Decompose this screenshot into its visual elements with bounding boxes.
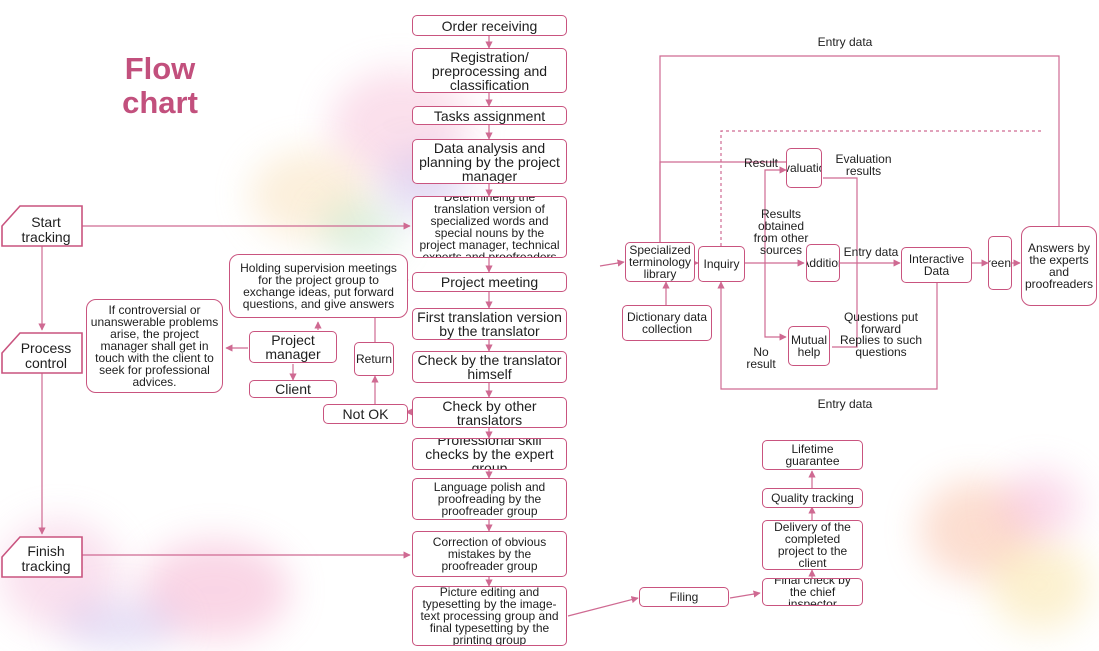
decor-blob — [250, 150, 370, 240]
mutual-help-box: Mutual help — [788, 326, 830, 366]
dictionary-collection-box: Dictionary data collection — [622, 305, 712, 341]
delivery-box: Delivery of the completed project to the… — [762, 520, 863, 570]
evaluation-box: Evaluation — [786, 148, 822, 188]
screening-box: Screening — [988, 236, 1012, 290]
supervision-meetings-box: Holding supervision meetings for the pro… — [229, 254, 408, 318]
step-correction: Correction of obvious mistakes by the pr… — [412, 531, 567, 577]
finish-tracking-shape — [1, 536, 83, 578]
decor-blob — [60, 600, 180, 650]
replies-label: Replies to such questions — [839, 333, 923, 359]
finish-tracking-label: Finish tracking — [21, 543, 71, 574]
step-typesetting: Picture editing and typesetting by the i… — [412, 586, 567, 646]
decor-blob — [140, 540, 290, 640]
not-ok-box: Not OK — [323, 404, 408, 424]
step-order-receiving: Order receiving — [412, 15, 567, 36]
decor-blob — [320, 200, 400, 260]
results-obtained-label: Results obtained from other sources — [753, 207, 809, 257]
result-label: Result — [743, 156, 778, 170]
answers-box: Answers by the experts and proofreaders — [1021, 226, 1097, 306]
decor-blob — [1000, 470, 1080, 540]
filing-box: Filing — [639, 587, 729, 607]
step-self-check: Check by the translator himself — [412, 351, 567, 383]
step-determining-terms: Determineing the translation version of … — [412, 196, 567, 258]
step-skill-check: Professional skill checks by the expert … — [412, 438, 567, 470]
inquiry-box: Inquiry — [698, 246, 745, 282]
quality-tracking-box: Quality tracking — [762, 488, 863, 508]
start-tracking-label: Start tracking — [21, 214, 71, 245]
project-manager-box: Project manager — [249, 331, 337, 363]
lifetime-guarantee-box: Lifetime guarantee — [762, 440, 863, 470]
step-other-check: Check by other translators — [412, 397, 567, 428]
controversial-problems-box: If controversial or unanswerable problem… — [86, 299, 223, 393]
step-language-polish: Language polish and proofreading by the … — [412, 478, 567, 520]
return-box: Return — [354, 342, 394, 376]
addition-box: Addition — [806, 244, 840, 282]
step-data-analysis: Data analysis and planning by the projec… — [412, 139, 567, 184]
terminology-library-box: Specialized terminology library — [625, 242, 695, 282]
process-control-label: Process control — [20, 340, 72, 371]
page-title: Flow chart — [122, 51, 198, 120]
no-result-label: No result — [746, 345, 776, 371]
entry-data-top-label: Entry data — [817, 35, 873, 49]
step-project-meeting: Project meeting — [412, 272, 567, 292]
interactive-data-box: Interactive Data — [901, 247, 972, 283]
decor-blob — [920, 480, 1030, 580]
decor-blob — [990, 540, 1090, 630]
questions-label: Questions put forward — [843, 310, 919, 336]
start-tracking-shape — [1, 205, 83, 247]
step-tasks-assignment: Tasks assignment — [412, 106, 567, 125]
entry-data-bottom-label: Entry data — [817, 397, 873, 411]
entry-data-mid-label: Entry data — [843, 245, 899, 259]
final-check-box: Final check by the chief inspector — [762, 578, 863, 606]
step-first-translation: First translation version by the transla… — [412, 308, 567, 340]
evaluation-results-label: Evaluation results — [835, 152, 892, 178]
step-registration: Registration/ preprocessing and classifi… — [412, 48, 567, 93]
client-box: Client — [249, 380, 337, 398]
process-control-shape — [1, 332, 83, 374]
